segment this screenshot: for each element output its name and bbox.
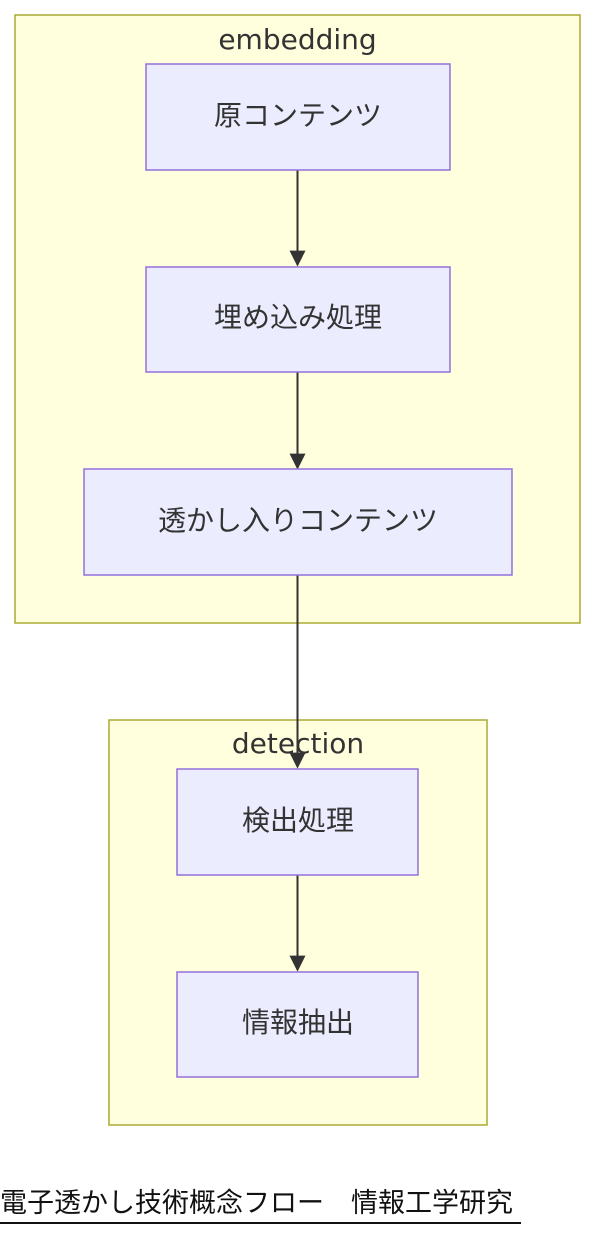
node-information-extraction-label: 情報抽出 xyxy=(242,1006,354,1039)
node-detection-process[interactable]: 検出処理 xyxy=(176,768,419,876)
node-information-extraction[interactable]: 情報抽出 xyxy=(176,971,419,1078)
node-embedding-process-label: 埋め込み処理 xyxy=(214,301,382,334)
node-watermarked-content[interactable]: 透かし入りコンテンツ xyxy=(83,468,513,576)
cluster-embedding-label: embedding xyxy=(218,23,376,56)
node-watermarked-content-label: 透かし入りコンテンツ xyxy=(158,504,438,537)
node-original-content[interactable]: 原コンテンツ xyxy=(145,63,451,171)
node-embedding-process[interactable]: 埋め込み処理 xyxy=(145,266,451,373)
node-original-content-label: 原コンテンツ xyxy=(214,99,382,132)
footer-caption: 電子透かし技術概念フロー 情報工学研究 xyxy=(0,1186,521,1224)
node-detection-process-label: 検出処理 xyxy=(242,804,354,837)
